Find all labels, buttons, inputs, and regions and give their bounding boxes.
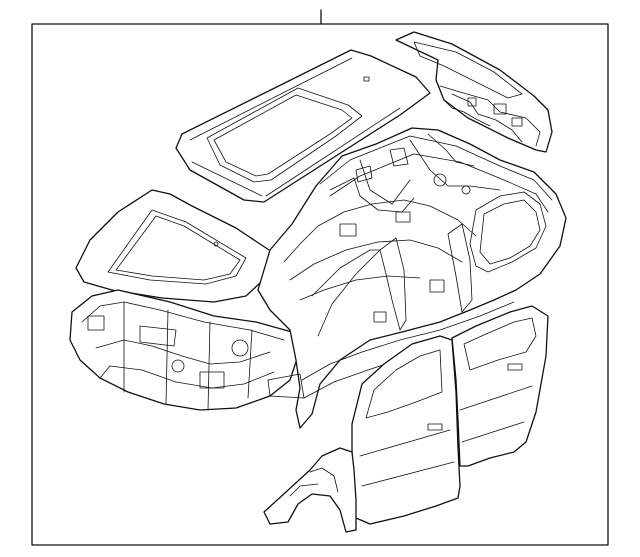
rear-door: [451, 305, 549, 467]
rear-liftgate: [395, 31, 553, 153]
front-fender: [263, 447, 357, 533]
hood-panel: [75, 189, 275, 303]
roof-panel: [175, 49, 431, 203]
front-structure: [69, 289, 299, 411]
diagram-frame: [31, 9, 609, 546]
front-door: [351, 335, 461, 525]
